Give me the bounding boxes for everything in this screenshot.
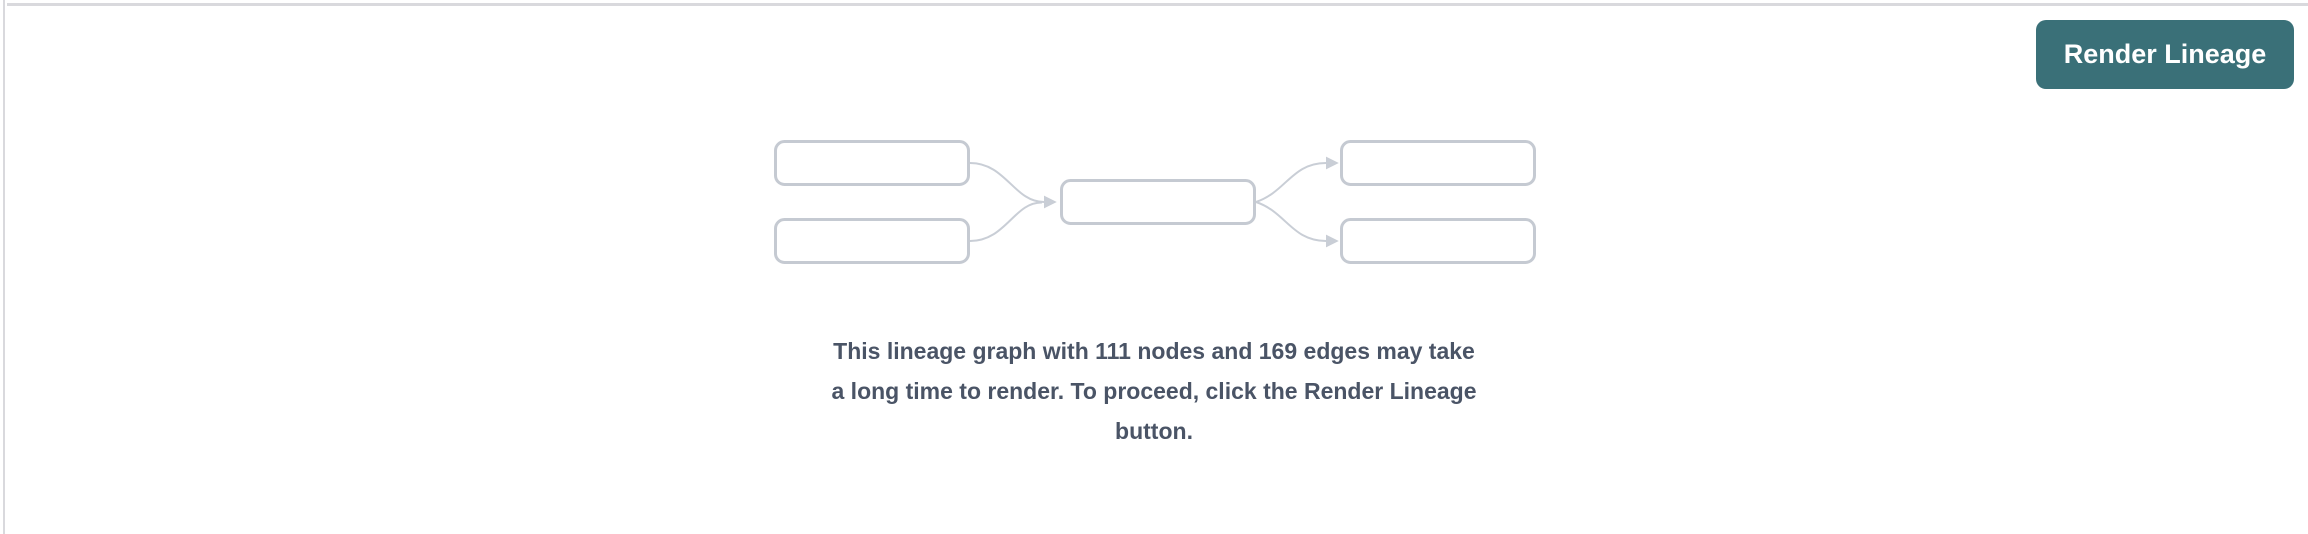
message-line-1: This lineage graph with 111 nodes and 16… xyxy=(833,338,1475,364)
placeholder-edge-left-top xyxy=(969,162,1057,209)
render-lineage-button[interactable]: Render Lineage xyxy=(2036,20,2294,89)
lineage-placeholder-graphic xyxy=(774,140,1536,264)
placeholder-edge-left-bottom xyxy=(969,201,1043,242)
placeholder-edge-right-bottom xyxy=(1255,201,1339,248)
message-line-2: a long time to render. To proceed, click… xyxy=(831,378,1477,404)
panel-top-border xyxy=(7,3,2308,6)
panel-left-border xyxy=(3,0,5,534)
message-line-3: button. xyxy=(1115,418,1193,444)
placeholder-edge-right-top xyxy=(1255,156,1339,203)
placeholder-node-left-bottom xyxy=(774,218,970,264)
placeholder-node-right-bottom xyxy=(1340,218,1536,264)
placeholder-node-right-top xyxy=(1340,140,1536,186)
placeholder-node-middle xyxy=(1060,179,1256,225)
placeholder-node-left-top xyxy=(774,140,970,186)
render-warning-message: This lineage graph with 111 nodes and 16… xyxy=(0,331,2308,451)
